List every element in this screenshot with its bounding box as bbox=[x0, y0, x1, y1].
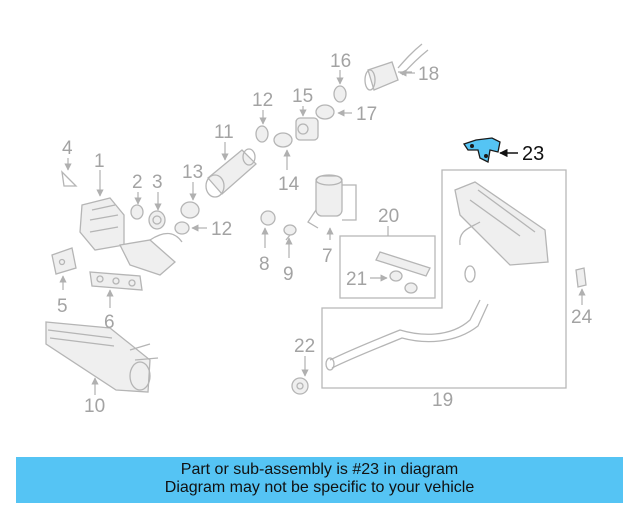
part-6-gasket bbox=[89, 271, 143, 291]
banner-line-1: Part or sub-assembly is #23 in diagram bbox=[180, 461, 459, 478]
label-23: 23 bbox=[522, 143, 544, 165]
part-4-bracket bbox=[61, 170, 78, 187]
leader-lines bbox=[59, 69, 586, 395]
label-13: 13 bbox=[182, 162, 203, 183]
muffler-assembly-box bbox=[321, 169, 567, 389]
label-15: 15 bbox=[292, 86, 313, 107]
label-2: 2 bbox=[132, 172, 143, 193]
label-8: 8 bbox=[259, 254, 270, 275]
part-10-cooler bbox=[45, 321, 159, 393]
label-12-top: 12 bbox=[252, 90, 273, 111]
label-9: 9 bbox=[283, 264, 294, 285]
label-4: 4 bbox=[62, 138, 73, 159]
part-1-manifold bbox=[79, 197, 183, 276]
part-5-heat-shield bbox=[51, 247, 77, 275]
part-18-pipe bbox=[364, 43, 429, 91]
label-12: 12 bbox=[211, 219, 232, 240]
part-7-filter bbox=[307, 174, 357, 229]
part-24-grommet bbox=[575, 267, 587, 288]
info-banner: Part or sub-assembly is #23 in diagram D… bbox=[16, 457, 623, 503]
label-3: 3 bbox=[152, 172, 163, 193]
label-1: 1 bbox=[94, 151, 105, 172]
part-19-muffler-assembly bbox=[325, 181, 549, 371]
part-20-hanger bbox=[375, 251, 431, 294]
label-11: 11 bbox=[214, 122, 234, 143]
label-19: 19 bbox=[432, 390, 453, 411]
part-13-clamp bbox=[180, 201, 200, 219]
part-labels: 1 2 3 4 5 6 7 8 9 10 11 12 12 13 14 15 1… bbox=[57, 51, 593, 417]
part-9-nut bbox=[283, 224, 297, 241]
part-16-gasket bbox=[333, 85, 347, 103]
label-5: 5 bbox=[57, 296, 68, 317]
part-14-clamp bbox=[273, 132, 293, 148]
part-8-gasket bbox=[260, 210, 276, 226]
label-17: 17 bbox=[356, 104, 377, 125]
label-6: 6 bbox=[104, 312, 115, 333]
part-12-gasket bbox=[174, 221, 190, 235]
part-12-gasket-top bbox=[255, 125, 269, 143]
part-15-flange bbox=[295, 117, 319, 141]
part-2-washer bbox=[130, 204, 144, 220]
label-18: 18 bbox=[418, 64, 439, 85]
label-22: 22 bbox=[294, 336, 315, 357]
part-22-clamp bbox=[291, 377, 309, 395]
label-16: 16 bbox=[330, 51, 351, 72]
banner-line-2: Diagram may not be specific to your vehi… bbox=[164, 479, 475, 496]
part-3-gasket bbox=[148, 210, 166, 230]
part-23-bracket-highlighted[interactable] bbox=[462, 137, 501, 163]
part-11-converter bbox=[205, 148, 257, 198]
label-10: 10 bbox=[84, 396, 105, 417]
part-17-clamp bbox=[315, 104, 335, 120]
label-20: 20 bbox=[378, 206, 399, 227]
label-7: 7 bbox=[322, 246, 333, 267]
label-14: 14 bbox=[278, 174, 300, 195]
exhaust-parts-diagram: 1 2 3 4 5 6 7 8 9 10 11 12 12 13 14 15 1… bbox=[45, 43, 593, 417]
label-24: 24 bbox=[571, 307, 593, 328]
label-21: 21 bbox=[346, 269, 367, 290]
